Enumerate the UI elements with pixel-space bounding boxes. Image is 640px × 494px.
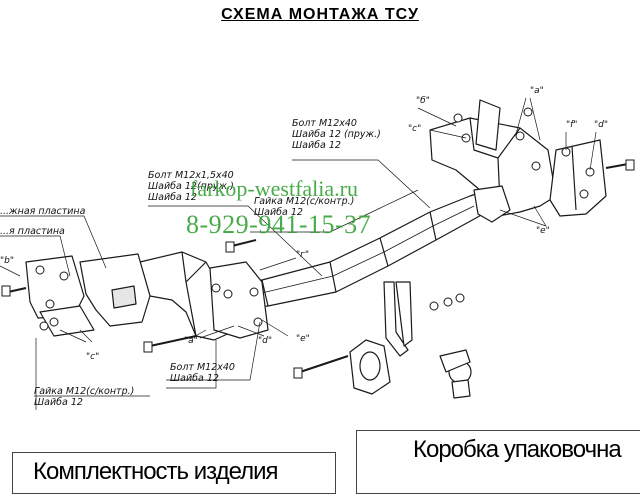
towbar-installation-diagram: [0, 97, 635, 410]
tag-c-bottom: "с": [86, 352, 100, 362]
completeness-header: Комплектность изделия: [33, 458, 279, 485]
bolt: [605, 163, 629, 169]
page-title: СХЕМА МОНТАЖА ТСУ: [221, 6, 419, 23]
packing-box-header: Коробка упаковочна: [413, 436, 622, 463]
tow-hitch-neck: [383, 281, 409, 357]
packing-box-table: Коробка упаковочна: [356, 430, 640, 494]
label-line: Шайба 12(пруж.): [148, 181, 234, 192]
label-line: Шайба 12: [34, 397, 83, 408]
label-bolt-m12x40-bottom: Болт М12х40 Шайба 12: [170, 362, 235, 384]
tag-a: "а": [530, 86, 544, 96]
label-line: Болт М12х40: [170, 362, 235, 373]
tag-c-top: "с": [408, 124, 422, 134]
label-line: Болт М12х1,5х40: [148, 170, 234, 181]
bolt: [149, 335, 197, 347]
label-line: Гайка М12(с/контр.): [34, 386, 135, 397]
label-nut-m12-bottom: Гайка М12(с/контр.) Шайба 12: [34, 386, 134, 408]
label-bolt-m12x15x40: Болт М12х1,5х40 Шайба 12(пруж.) Шайба 12: [148, 170, 234, 203]
label-plate-outer: ...я пластина: [0, 226, 65, 237]
label-line: Шайба 12: [254, 207, 303, 218]
right-outer-plate: [549, 139, 607, 217]
tag-e-bottom: "e": [296, 334, 310, 344]
label-line: Шайба 12 (пруж.): [292, 129, 381, 140]
right-side-plate: [475, 99, 501, 151]
label-line: Шайба 12: [148, 192, 197, 203]
watermark-site: farkop-westfalia.ru: [190, 176, 358, 201]
tag-g: "г": [296, 250, 310, 260]
label-plate-inner: ...жная пластина: [0, 206, 86, 217]
tag-d-top: "d": [594, 120, 608, 130]
tag-a-bottom: "а": [184, 336, 198, 346]
tag-b: "б": [416, 96, 430, 106]
watermark-phone: 8-929-941-15-37: [186, 210, 372, 239]
label-nut-m12-middle: Гайка М12(с/контр.) Шайба 12: [254, 196, 354, 218]
label-line: Шайба 12: [170, 373, 219, 384]
bolt: [231, 239, 257, 247]
tag-e-right: "e": [536, 226, 550, 236]
left-bracket: [139, 251, 233, 341]
label-line: Гайка М12(с/контр.): [254, 196, 355, 207]
tag-b-left: "b": [0, 256, 14, 266]
label-line: Шайба 12: [292, 140, 341, 151]
tag-f: "f": [566, 120, 578, 130]
bolt: [7, 287, 27, 293]
tag-d-bottom: "d": [258, 336, 272, 346]
right-bracket: [429, 117, 557, 217]
completeness-table: Комплектность изделия: [12, 452, 336, 494]
label-bolt-m12x40-top: Болт М12х40 Шайба 12 (пруж.) Шайба 12: [292, 118, 381, 151]
bolt: [299, 355, 349, 373]
label-line: Болт М12х40: [292, 118, 357, 129]
